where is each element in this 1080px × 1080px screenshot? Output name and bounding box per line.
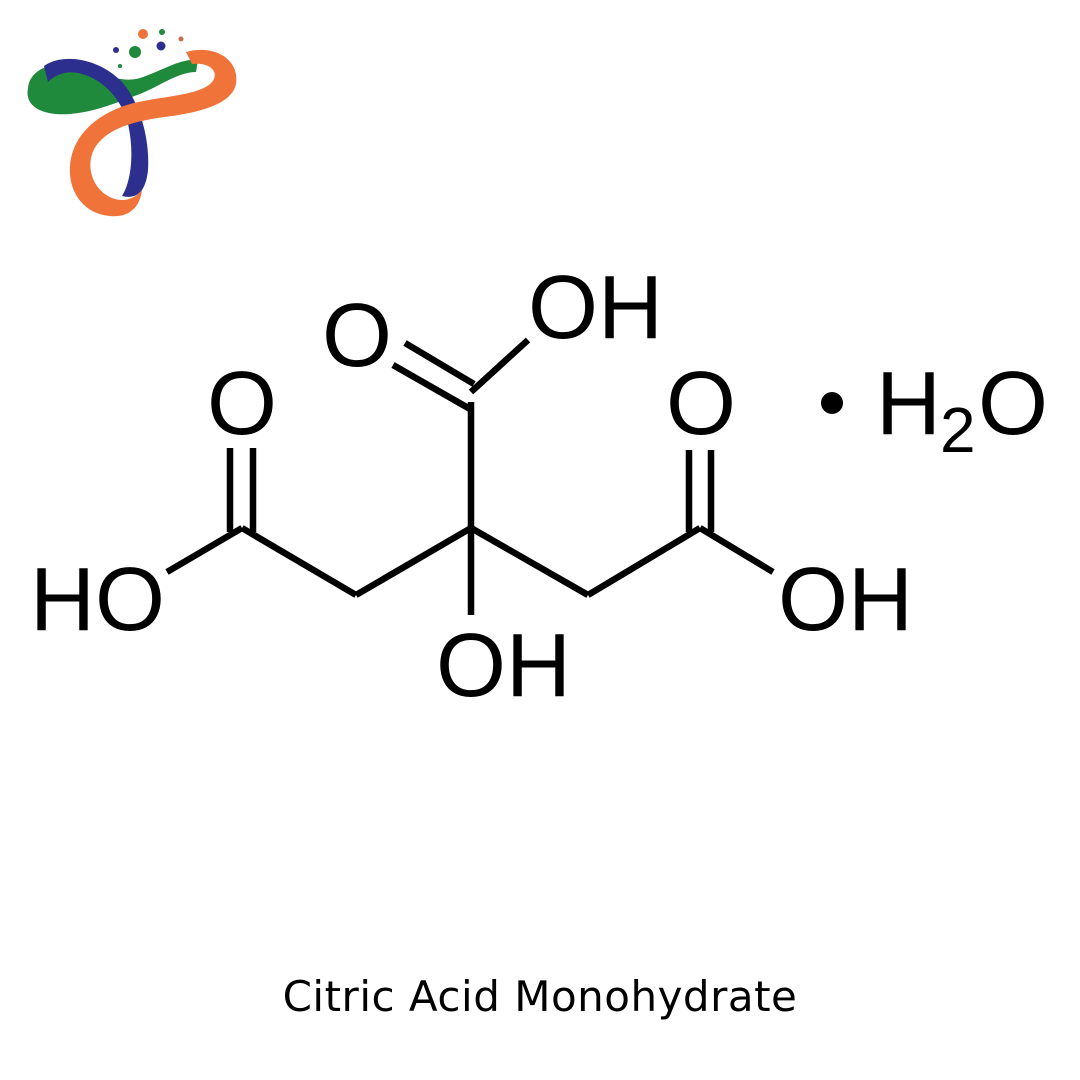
bond-top-oh [468,337,531,395]
bonds [165,337,775,615]
logo-dot [113,47,119,53]
atom-right-carbonyl-o: O [666,354,736,454]
bond-top-double-2 [403,340,476,387]
brand-logo [27,29,237,217]
hydration-dot [821,392,843,414]
logo-orange-loop [69,49,237,217]
water-of-hydration: H 2 O [821,354,1048,466]
atom-center-oh: OH [436,616,571,716]
bond-left-ch2 [240,525,358,598]
bond-right-oh [698,525,775,575]
logo-navy-loop [44,58,149,197]
logo-dot [178,36,184,42]
bond-right-ch2 [586,525,702,598]
compound-name-caption: Citric Acid Monohydrate [282,972,798,1021]
bond-left-oh [165,525,244,575]
atom-right-oh: OH [778,550,913,650]
bond-top-double-1 [391,362,472,412]
water-o: O [978,354,1048,454]
logo-dot [118,64,122,68]
logo-dot [159,29,165,35]
atom-left-carbonyl-o: O [207,354,277,454]
water-subscript-2: 2 [940,394,976,466]
logo-dot [156,41,166,51]
bond-center-right [469,525,590,598]
water-h: H [876,354,941,454]
atom-top-carbonyl-o: O [322,286,392,386]
atom-left-ho: HO [30,550,165,650]
bond-center-left [354,525,473,598]
atom-top-oh: OH [528,258,663,358]
logo-dot [138,29,148,39]
logo-dot [129,46,141,58]
